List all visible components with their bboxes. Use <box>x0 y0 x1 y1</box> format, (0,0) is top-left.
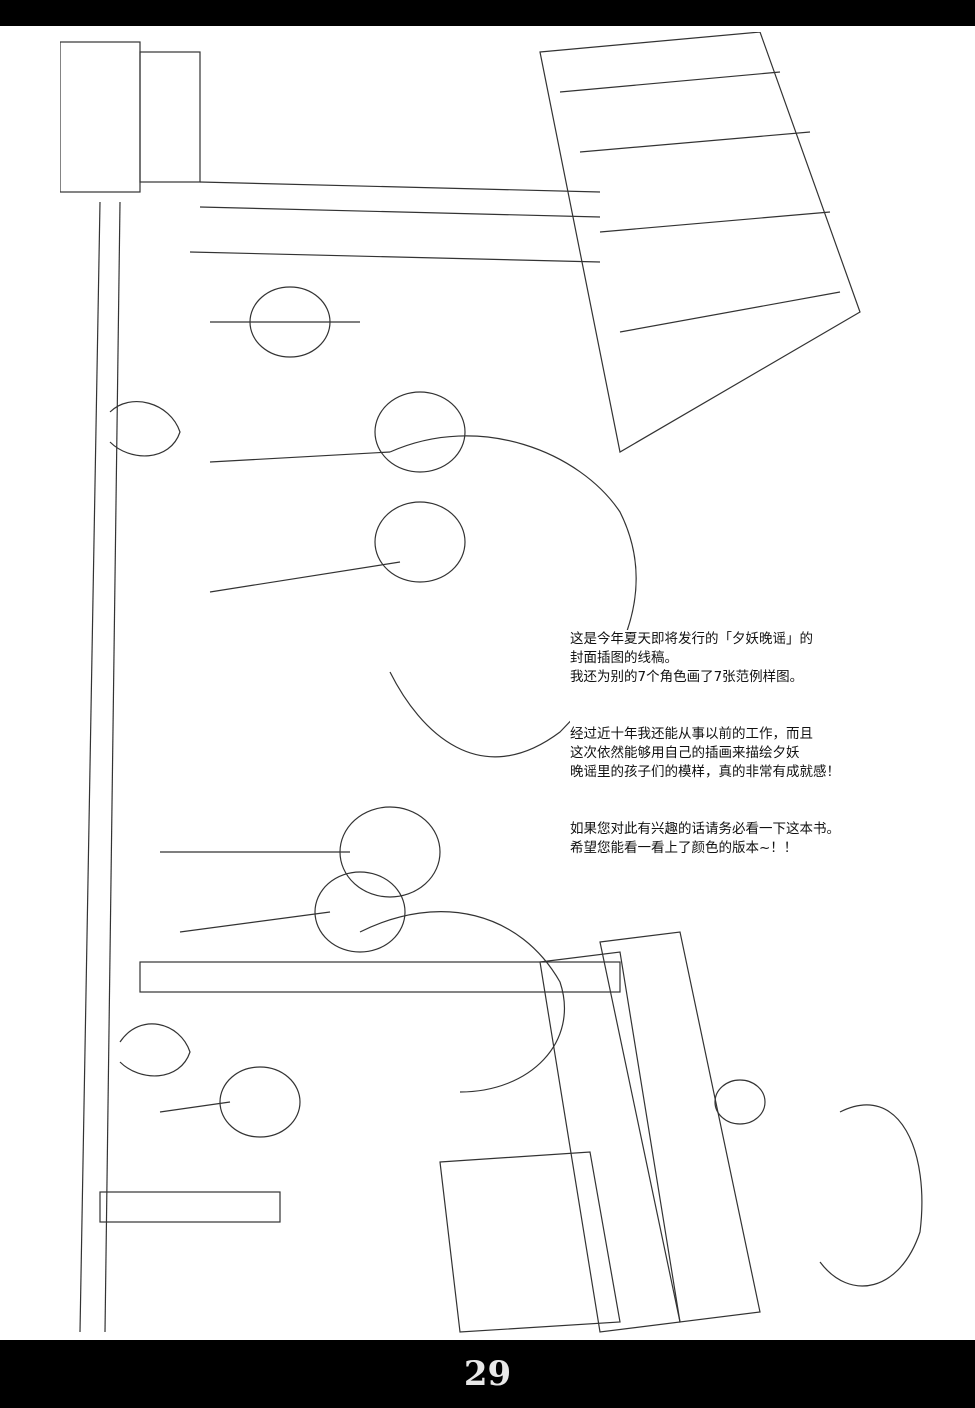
caption-line: 如果您对此有兴趣的话请务必看一下这本书。 <box>570 821 840 837</box>
bottom-border <box>0 1340 975 1408</box>
page-number: 29 <box>463 1354 512 1394</box>
caption-paragraph: 如果您对此有兴趣的话请务必看一下这本书。 希望您能看一看上了颜色的版本~！！ <box>570 820 920 858</box>
torii-gate-top <box>60 41 601 218</box>
caption-paragraph: 经过近十年我还能从事以前的工作，而且 这次依然能够用自己的插画来描绘夕妖 晚谣里… <box>570 725 920 782</box>
caption-line: 经过近十年我还能从事以前的工作，而且 <box>570 726 813 742</box>
caption-line: 希望您能看一看上了颜色的版本~！！ <box>570 840 798 856</box>
caption-line: 这次依然能够用自己的插画来描绘夕妖 <box>570 745 800 761</box>
caption-line: 这是今年夏天即将发行的「夕妖晚谣」的 <box>570 631 813 647</box>
torii-gate-bottom <box>439 931 761 1333</box>
shrine-ground-edge <box>79 201 121 1333</box>
characters <box>109 286 766 1138</box>
caption-paragraph: 这是今年夏天即将发行的「夕妖晚谣」的 封面插图的线稿。 我还为别的7个角色画了7… <box>570 630 920 687</box>
trees <box>359 435 923 1287</box>
line-art-illustration <box>60 32 923 1333</box>
caption-text-block: 这是今年夏天即将发行的「夕妖晚谣」的 封面插图的线稿。 我还为别的7个角色画了7… <box>570 630 920 896</box>
caption-line: 我还为别的7个角色画了7张范例样图。 <box>570 669 804 685</box>
shrine-roof <box>539 32 861 453</box>
stone-pillars <box>99 251 621 1223</box>
top-border <box>0 0 975 26</box>
caption-line: 晚谣里的孩子们的模样，真的非常有成就感！ <box>570 764 840 780</box>
caption-line: 封面插图的线稿。 <box>570 650 678 666</box>
